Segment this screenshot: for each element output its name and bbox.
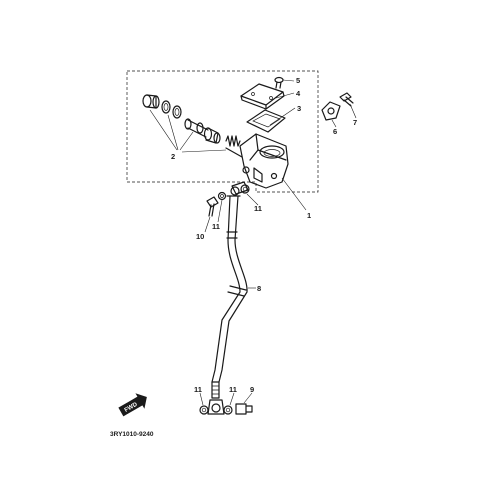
part-label-2: 2 [171, 152, 175, 161]
part-label-5: 5 [296, 76, 300, 85]
part-label-8: 8 [257, 284, 261, 293]
copper-washer [240, 184, 250, 194]
brake-hose [211, 195, 256, 399]
part-label-10: 10 [196, 232, 204, 241]
diagram-code: 3RY1010-9240 [110, 431, 154, 438]
banjo-bolt-lower [235, 403, 253, 415]
holder-bolt [339, 92, 357, 119]
assembly-boundary [126, 70, 319, 193]
part-label-4: 4 [296, 89, 301, 98]
part-label-3: 3 [297, 104, 301, 113]
part-label-11-upper-right: 11 [254, 204, 262, 213]
dust-boot [142, 94, 152, 108]
washer [172, 105, 182, 119]
circlip [161, 100, 171, 114]
banjo-bolt-upper [204, 196, 219, 233]
reservoir-cap [240, 83, 285, 110]
copper-washer-lower-right [223, 405, 233, 415]
part-label-7: 7 [353, 118, 357, 127]
mirror-holder [321, 101, 341, 128]
upper-hose-union [204, 181, 259, 233]
diaphragm [246, 109, 286, 133]
piston-kit [142, 94, 243, 158]
part-label-6: 6 [333, 127, 337, 136]
copper-washer-lower-left [199, 405, 209, 415]
cap-screw [274, 76, 295, 89]
piston [184, 118, 221, 144]
part-label-11-lower-left: 11 [194, 385, 202, 394]
part-label-1: 1 [307, 211, 311, 220]
spring [225, 135, 243, 158]
master-cylinder-body [239, 133, 289, 189]
lower-hose-union [199, 392, 253, 415]
part-label-11-lower-right: 11 [229, 385, 237, 394]
part-label-9: 9 [250, 385, 254, 394]
part-label-11-upper-left: 11 [212, 222, 220, 231]
forward-direction-arrow: FWD [118, 393, 147, 417]
